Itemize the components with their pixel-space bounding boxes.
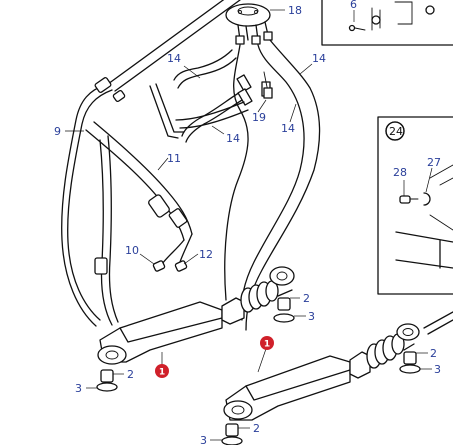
callout-18: 18: [288, 4, 302, 17]
callout-10: 10: [125, 244, 139, 257]
callout-2-right: 2: [430, 347, 437, 360]
callout-3-right: 3: [434, 363, 441, 376]
inset-24-badge: [385, 121, 405, 141]
marker-1-right-label: 1: [264, 340, 270, 350]
hoses: [61, 0, 321, 331]
inset-detail-24: [377, 116, 453, 295]
callout-14-right: 14: [312, 52, 326, 65]
callout-19: 19: [252, 111, 266, 124]
callout-3-bottom: 3: [200, 434, 207, 445]
callout-24: 24: [389, 125, 403, 138]
callout-12: 12: [199, 248, 213, 261]
callout-9: 9: [54, 125, 61, 138]
cylinder-right: [223, 311, 453, 421]
callout-14-lower-right: 14: [281, 122, 295, 135]
marker-1-left-label: 1: [159, 368, 165, 378]
bellows-left: [240, 280, 279, 313]
bellows-right: [366, 333, 405, 369]
callout-labels: 18 6 14 14 14 14 9 11 19 10 12 24 28 27 …: [54, 0, 441, 445]
marker-1-left: [155, 364, 169, 378]
marker-1-right: [260, 336, 274, 350]
callout-27: 27: [427, 156, 441, 169]
callout-2-left: 2: [127, 368, 134, 381]
callout-28: 28: [393, 166, 407, 179]
callout-3-upper: 3: [308, 310, 315, 323]
callout-2-upper: 2: [303, 292, 310, 305]
callout-11: 11: [167, 152, 181, 165]
callout-14-middle: 14: [226, 132, 240, 145]
callout-3-left: 3: [75, 382, 82, 395]
position-markers: 1 1: [155, 336, 274, 378]
callout-2-bottom: 2: [253, 422, 260, 435]
callout-6: 6: [350, 0, 357, 11]
pump-reservoir: [225, 3, 273, 45]
inset-top-right: [321, 0, 453, 46]
callout-14-top: 14: [167, 52, 181, 65]
cylinder-left: [97, 266, 295, 365]
